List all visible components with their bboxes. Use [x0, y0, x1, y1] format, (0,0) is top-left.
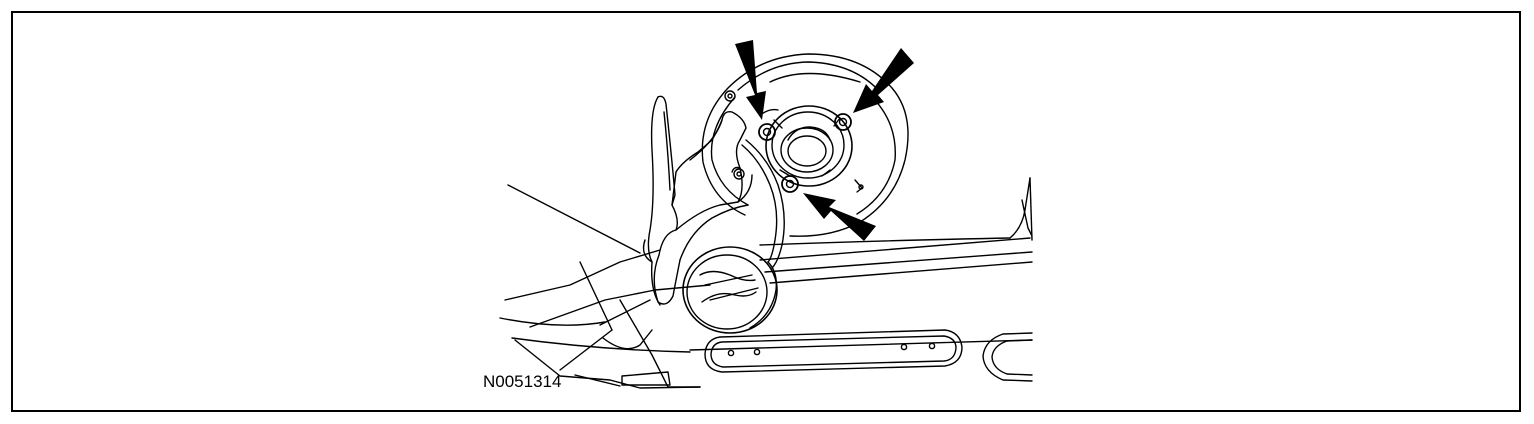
- fuel-filler-pocket-icon: [702, 54, 908, 236]
- arrow-indicator-icon: [735, 40, 766, 120]
- fuel-door: [644, 96, 752, 305]
- reference-number: N0051314: [483, 372, 562, 391]
- mounting-slot: [705, 330, 962, 372]
- arrow-indicator-icon: [853, 48, 914, 113]
- fuel-cap-icon: [683, 247, 777, 333]
- body-panel: [500, 178, 1032, 388]
- bolt-icon: [759, 124, 775, 140]
- fuel-cap-tether: [742, 140, 784, 268]
- arrow-indicator-icon: [803, 193, 876, 241]
- figure-frame: [11, 11, 1521, 412]
- side-grommet: [983, 333, 1032, 381]
- bolt-icon: [782, 176, 798, 192]
- bolt-icon: [835, 114, 851, 130]
